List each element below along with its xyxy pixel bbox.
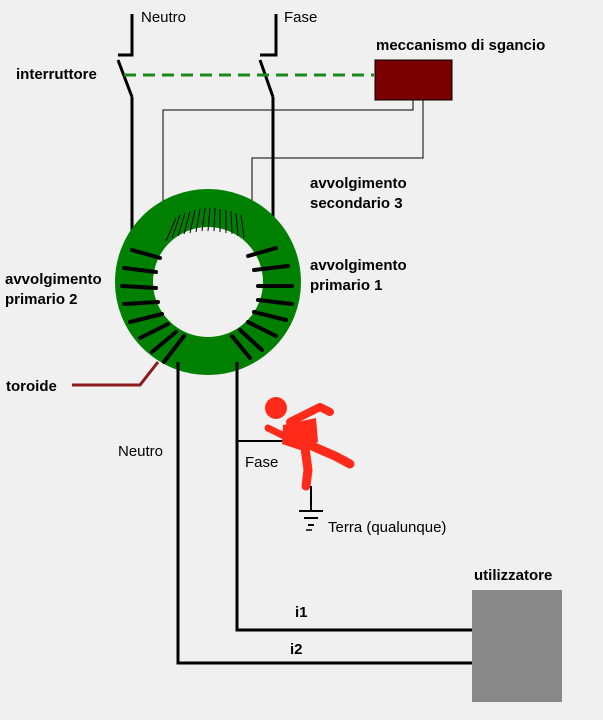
load-box bbox=[472, 590, 562, 702]
primary-winding-1 bbox=[230, 246, 294, 360]
toroid-label: toroide bbox=[6, 378, 57, 395]
ground-symbol-icon bbox=[299, 486, 323, 526]
secondary-winding-label-2: secondario 3 bbox=[310, 195, 403, 212]
switch-label: interruttore bbox=[16, 66, 97, 83]
toroid-pointer bbox=[72, 361, 160, 387]
neutral-top-wire bbox=[116, 14, 134, 250]
neutral-lower-wire bbox=[176, 362, 472, 665]
person-shock-icon bbox=[264, 397, 355, 491]
phase-top-label: Fase bbox=[284, 9, 317, 26]
current-i1-label: i1 bbox=[295, 604, 308, 621]
primary-winding-2-label-2: primario 2 bbox=[5, 291, 78, 308]
secondary-winding-wires bbox=[162, 100, 424, 245]
primary-winding-1-label-2: primario 1 bbox=[310, 277, 383, 294]
primary-winding-1-label-1: avvolgimento bbox=[310, 257, 407, 274]
current-i2-label: i2 bbox=[290, 641, 303, 658]
primary-winding-2-label-1: avvolgimento bbox=[5, 271, 102, 288]
secondary-winding-label-1: avvolgimento bbox=[310, 175, 407, 192]
primary-winding-2 bbox=[120, 248, 186, 364]
phase-lower-wire bbox=[235, 362, 472, 632]
secondary-winding bbox=[165, 207, 245, 242]
load-label: utilizzatore bbox=[474, 567, 552, 584]
trip-mechanism-box bbox=[374, 59, 453, 101]
neutral-mid-label: Neutro bbox=[118, 443, 163, 460]
phase-mid-label: Fase bbox=[245, 454, 278, 471]
trip-mechanism-label: meccanismo di sgancio bbox=[376, 37, 545, 54]
ground-label: Terra (qualunque) bbox=[328, 519, 446, 536]
neutral-top-label: Neutro bbox=[141, 9, 186, 26]
toroid bbox=[115, 189, 301, 375]
